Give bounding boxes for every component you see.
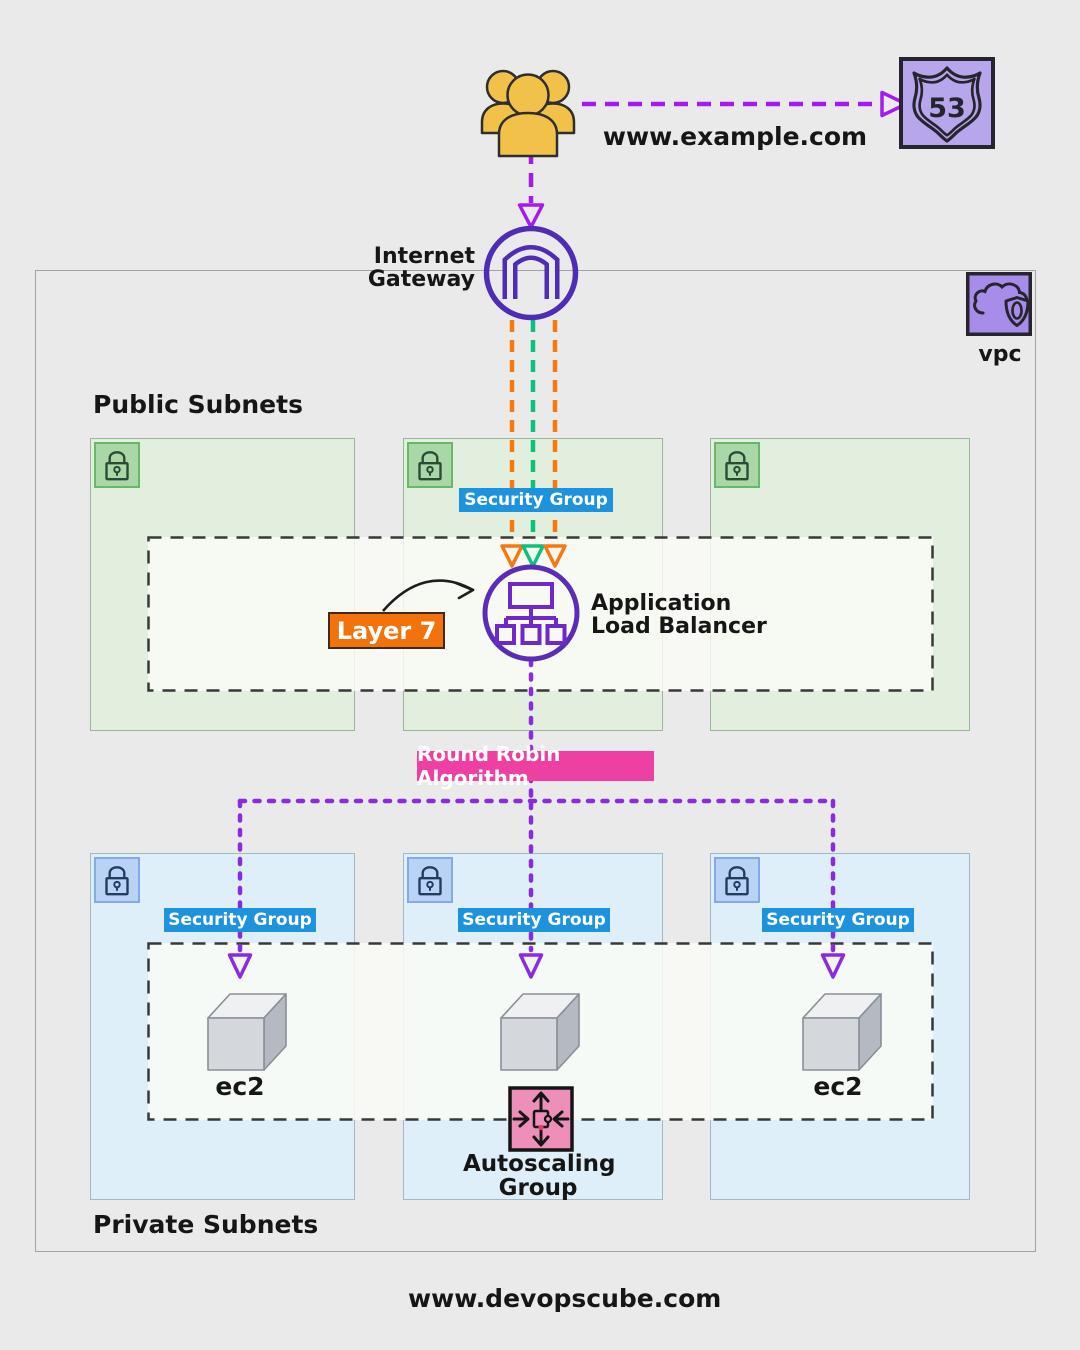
private-subnets-title: Private Subnets bbox=[93, 1210, 319, 1239]
autoscaling-icon bbox=[508, 1086, 574, 1152]
vpc-label: vpc bbox=[978, 342, 1022, 367]
vpc-box bbox=[35, 270, 1036, 1252]
user-to-igw-arrowhead bbox=[517, 203, 545, 229]
security-group-badge-private-2: Security Group bbox=[458, 908, 610, 932]
security-group-badge-public: Security Group bbox=[459, 488, 613, 512]
public-target-area bbox=[148, 537, 933, 691]
lock-icon bbox=[714, 857, 760, 903]
vpc-icon bbox=[966, 272, 1032, 336]
ec2-arrowhead-right bbox=[820, 953, 846, 979]
lock-icon bbox=[714, 442, 760, 488]
ec2-label-left: ec2 bbox=[215, 1072, 265, 1101]
internet-gateway-label: Internet Gateway bbox=[355, 245, 475, 291]
autoscaling-label-line1: Autoscaling bbox=[463, 1151, 616, 1177]
autoscaling-label: Autoscaling Group bbox=[463, 1151, 616, 1201]
lock-icon bbox=[94, 857, 140, 903]
alb-arrowhead-orange-left bbox=[500, 544, 524, 568]
layer7-arrowhead bbox=[454, 581, 475, 600]
public-subnets-title: Public Subnets bbox=[93, 390, 303, 419]
ec2-icon bbox=[207, 993, 287, 1071]
ec2-icon bbox=[802, 993, 882, 1071]
ec2-label-right: ec2 bbox=[813, 1072, 863, 1101]
lock-icon bbox=[407, 442, 453, 488]
round-robin-badge: Round Robin Algorithm bbox=[417, 742, 654, 790]
ec2-icon bbox=[500, 993, 580, 1071]
security-group-badge-private-1: Security Group bbox=[164, 908, 316, 932]
ec2-arrowhead-middle bbox=[518, 953, 544, 979]
domain-label: www.example.com bbox=[602, 122, 868, 151]
alb-arrowhead-orange-right bbox=[543, 544, 567, 568]
ec2-arrowhead-left bbox=[227, 953, 253, 979]
internet-gateway-label-line1: Internet bbox=[373, 244, 475, 269]
lock-icon bbox=[407, 857, 453, 903]
alb-label-line1: Application bbox=[591, 591, 732, 616]
alb-label-line2: Load Balancer bbox=[591, 614, 767, 639]
alb-label: Application Load Balancer bbox=[591, 592, 767, 638]
layer7-badge: Layer 7 bbox=[328, 612, 445, 649]
route-shield-outer bbox=[912, 66, 982, 143]
public-dashed-border bbox=[147, 536, 934, 692]
autoscaling-label-line2: Group bbox=[498, 1175, 578, 1201]
security-group-badge-private-3: Security Group bbox=[762, 908, 914, 932]
dns-request-arrowhead bbox=[880, 90, 908, 118]
route-shield-inner bbox=[918, 73, 976, 137]
alb-icon bbox=[482, 564, 580, 662]
route53-icon: 53 bbox=[899, 57, 995, 149]
route53-number: 53 bbox=[928, 93, 966, 124]
alb-arrowhead-green bbox=[521, 544, 545, 568]
users-icon bbox=[480, 69, 576, 158]
footer-site-label: www.devopscube.com bbox=[408, 1284, 722, 1313]
lock-icon bbox=[94, 442, 140, 488]
internet-gateway-label-line2: Gateway bbox=[367, 267, 475, 292]
internet-gateway-icon bbox=[483, 225, 579, 321]
